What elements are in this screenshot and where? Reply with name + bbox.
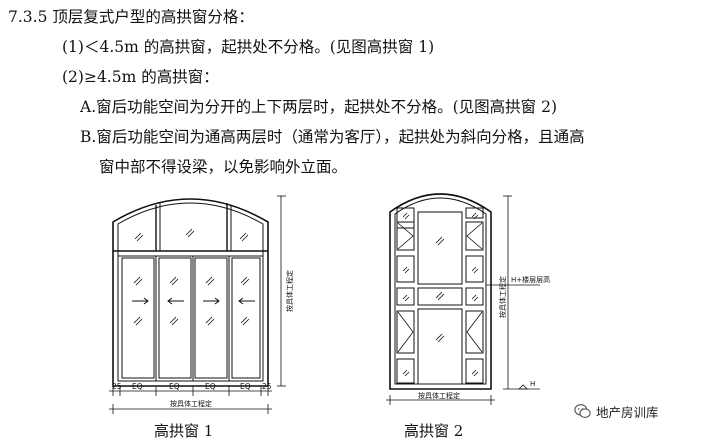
item-1: (1)＜4.5m 的高拱窗，起拱处不分格。(见图高拱窗 1) [62,38,435,56]
section-heading: 7.3.5 顶层复式户型的高拱窗分格： [8,8,254,26]
fig1-bottom-label: 按具体工程定 [170,399,212,408]
arched-window-2 [386,193,540,405]
fig1-dim-2: EQ [169,382,180,391]
fig1-side-label: 按具体工程定 [285,270,294,312]
chat-bubble-icon [574,404,591,419]
item-b-line2: 窗中部不得设梁，以免影响外立面。 [99,158,348,176]
watermark: 地产房训库 [574,402,659,421]
fig2-level-label: H [530,380,535,388]
fig1-dim-4: EQ [240,382,251,391]
item-b-line1: B.窗后功能空间为通高两层时（通常为客厅），起拱处为斜向分格，且通高 [80,128,585,146]
figure2-caption: 高拱窗 2 [404,422,464,440]
fig1-dim-1: EQ [132,382,143,391]
item-2: (2)≥4.5m 的高拱窗： [62,68,219,86]
fig2-side-label: 按具体工程定 [498,276,507,318]
arched-window-1 [109,195,286,414]
watermark-text: 地产房训库 [596,405,659,420]
fig1-edge-dim-left: 25 [112,382,122,391]
fig2-bottom-label: 按具体工程定 [418,391,460,400]
item-a: A.窗后功能空间为分开的上下两层时，起拱处不分格。(见图高拱窗 2) [80,98,558,116]
fig1-edge-dim-right: 25 [262,382,272,391]
fig1-dim-3: EQ [205,382,216,391]
figure1-caption: 高拱窗 1 [154,422,214,440]
fig2-floor-label: H+楼层层高 [511,275,550,284]
